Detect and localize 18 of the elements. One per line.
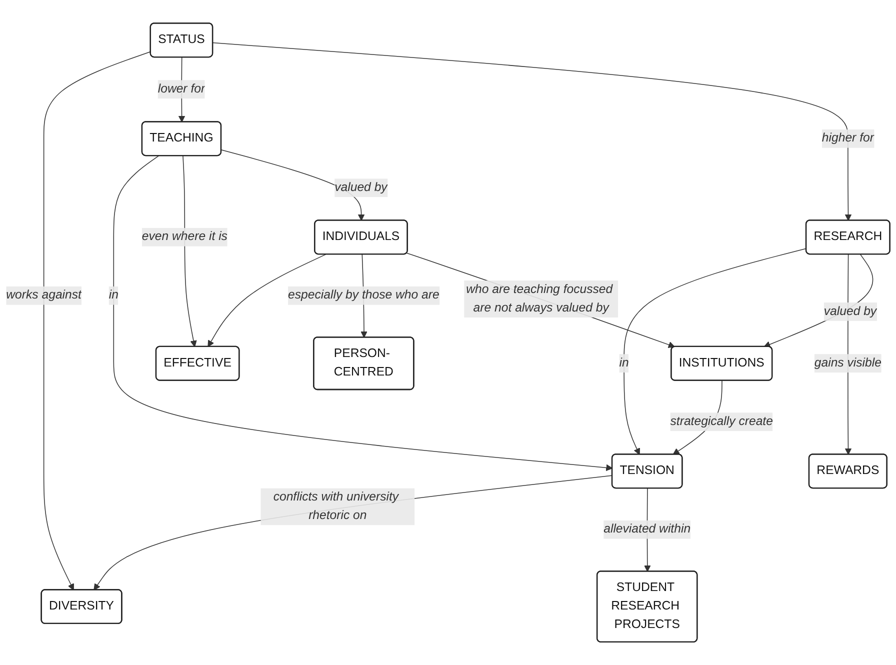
- edge-label: works against: [6, 288, 82, 302]
- edge-label: in: [619, 356, 629, 370]
- arrow: [43, 51, 152, 590]
- edge-label: higher for: [822, 132, 874, 145]
- edge-label: conflicts with university rhetoric on: [273, 490, 399, 522]
- arrow: [182, 155, 197, 348]
- edge-label: gains visible: [814, 356, 882, 370]
- arrow: [94, 475, 613, 590]
- arrow: [113, 155, 613, 471]
- edge-label: in: [108, 288, 118, 302]
- arrow: [406, 252, 675, 348]
- edge-label: alleviated within: [604, 522, 691, 536]
- edge-label: even where it is: [142, 230, 228, 244]
- edge-label: lower for: [158, 82, 206, 96]
- arrow: [208, 254, 326, 348]
- edge-label: especially by those who are: [288, 288, 440, 302]
- edge-label: who are teaching focussed are not always valued by: [466, 282, 613, 314]
- edge-label: strategically create: [670, 414, 773, 428]
